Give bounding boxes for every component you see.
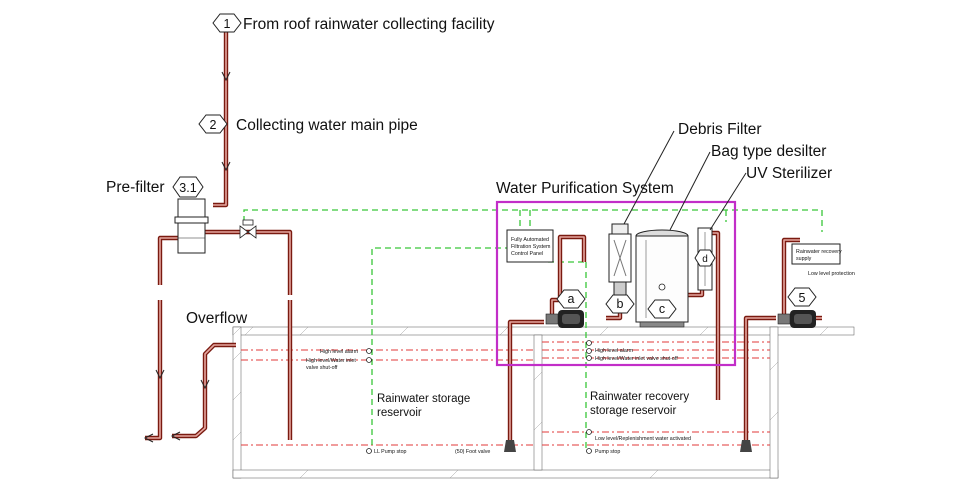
right-low-level-label: Low level/Replenishment water activated	[595, 436, 691, 442]
marker-b: b	[605, 294, 635, 314]
pre-filter-label: Pre-filter	[106, 179, 165, 196]
storage-reservoir-label-2: reservoir	[377, 407, 422, 419]
right-inlet-shutoff-label: High level/Water inlet valve shut-off	[595, 356, 678, 362]
foot-valves	[504, 440, 752, 452]
bag-desilter-label: Bag type desilter	[711, 143, 826, 160]
control-panel: Fully Automated Filtration System Contro…	[506, 229, 554, 263]
left-inlet-shutoff-label-2: valve shut-off	[306, 365, 338, 371]
svg-text:a: a	[568, 292, 575, 306]
marker-3-1: 3.1	[172, 176, 204, 198]
from-roof-label: From roof rainwater collecting facility	[243, 16, 495, 33]
svg-text:c: c	[659, 302, 665, 316]
marker-2: 2	[198, 114, 228, 134]
pre-filter-device	[174, 198, 257, 254]
right-pump-stop-label: Pump stop	[595, 449, 620, 455]
recovery-reservoir-label-1: Rainwater recovery	[590, 391, 689, 403]
control-panel-label-1: Fully Automated	[511, 237, 549, 243]
low-level-protection-label: Low level protection	[808, 271, 855, 277]
main-pipe-label: Collecting water main pipe	[236, 117, 418, 134]
recovery-reservoir-label-2: storage reservoir	[590, 405, 676, 417]
recovery-panel-label-2: supply	[796, 256, 812, 262]
foot-valve-label: (50) Foot valve	[455, 449, 490, 455]
svg-text:b: b	[617, 297, 624, 311]
debris-filter-device	[608, 223, 632, 296]
svg-text:1: 1	[224, 17, 231, 31]
level-sensors	[366, 340, 592, 454]
reservoir-structure	[232, 326, 855, 479]
marker-5: 5	[787, 287, 817, 307]
svg-text:2: 2	[210, 118, 217, 132]
recovery-panel-label-1: Rainwater recovery	[796, 249, 842, 255]
pump-a	[545, 310, 584, 328]
water-purification-label: Water Purification System	[496, 180, 674, 197]
svg-text:3.1: 3.1	[179, 181, 196, 195]
marker-d: d	[694, 249, 716, 267]
inflow-piping	[143, 30, 293, 443]
left-high-alarm-label: High level alarm	[320, 349, 359, 355]
purification-system-box	[495, 200, 737, 367]
uv-sterilizer-label: UV Sterilizer	[746, 165, 832, 182]
control-panel-label-3: Control Panel	[511, 251, 543, 257]
storage-reservoir-label-1: Rainwater storage	[377, 393, 470, 405]
overflow-label: Overflow	[186, 310, 248, 327]
control-panel-label-2: Filtration System	[511, 244, 551, 250]
marker-1: 1	[212, 13, 242, 33]
leader-lines	[623, 130, 747, 231]
svg-text:5: 5	[799, 291, 806, 305]
left-pump-stop-label: LL Pump stop	[374, 449, 407, 455]
recovery-panel: Rainwater recovery supply Low level prot…	[791, 243, 855, 277]
marker-a: a	[556, 289, 586, 309]
svg-text:d: d	[702, 254, 708, 265]
marker-c: c	[647, 299, 677, 319]
debris-filter-label: Debris Filter	[678, 121, 762, 138]
left-inlet-shutoff-label-1: High level/Water inlet	[306, 358, 356, 364]
pump-5	[777, 310, 816, 328]
right-high-alarm-label: High level alarm	[595, 348, 634, 354]
